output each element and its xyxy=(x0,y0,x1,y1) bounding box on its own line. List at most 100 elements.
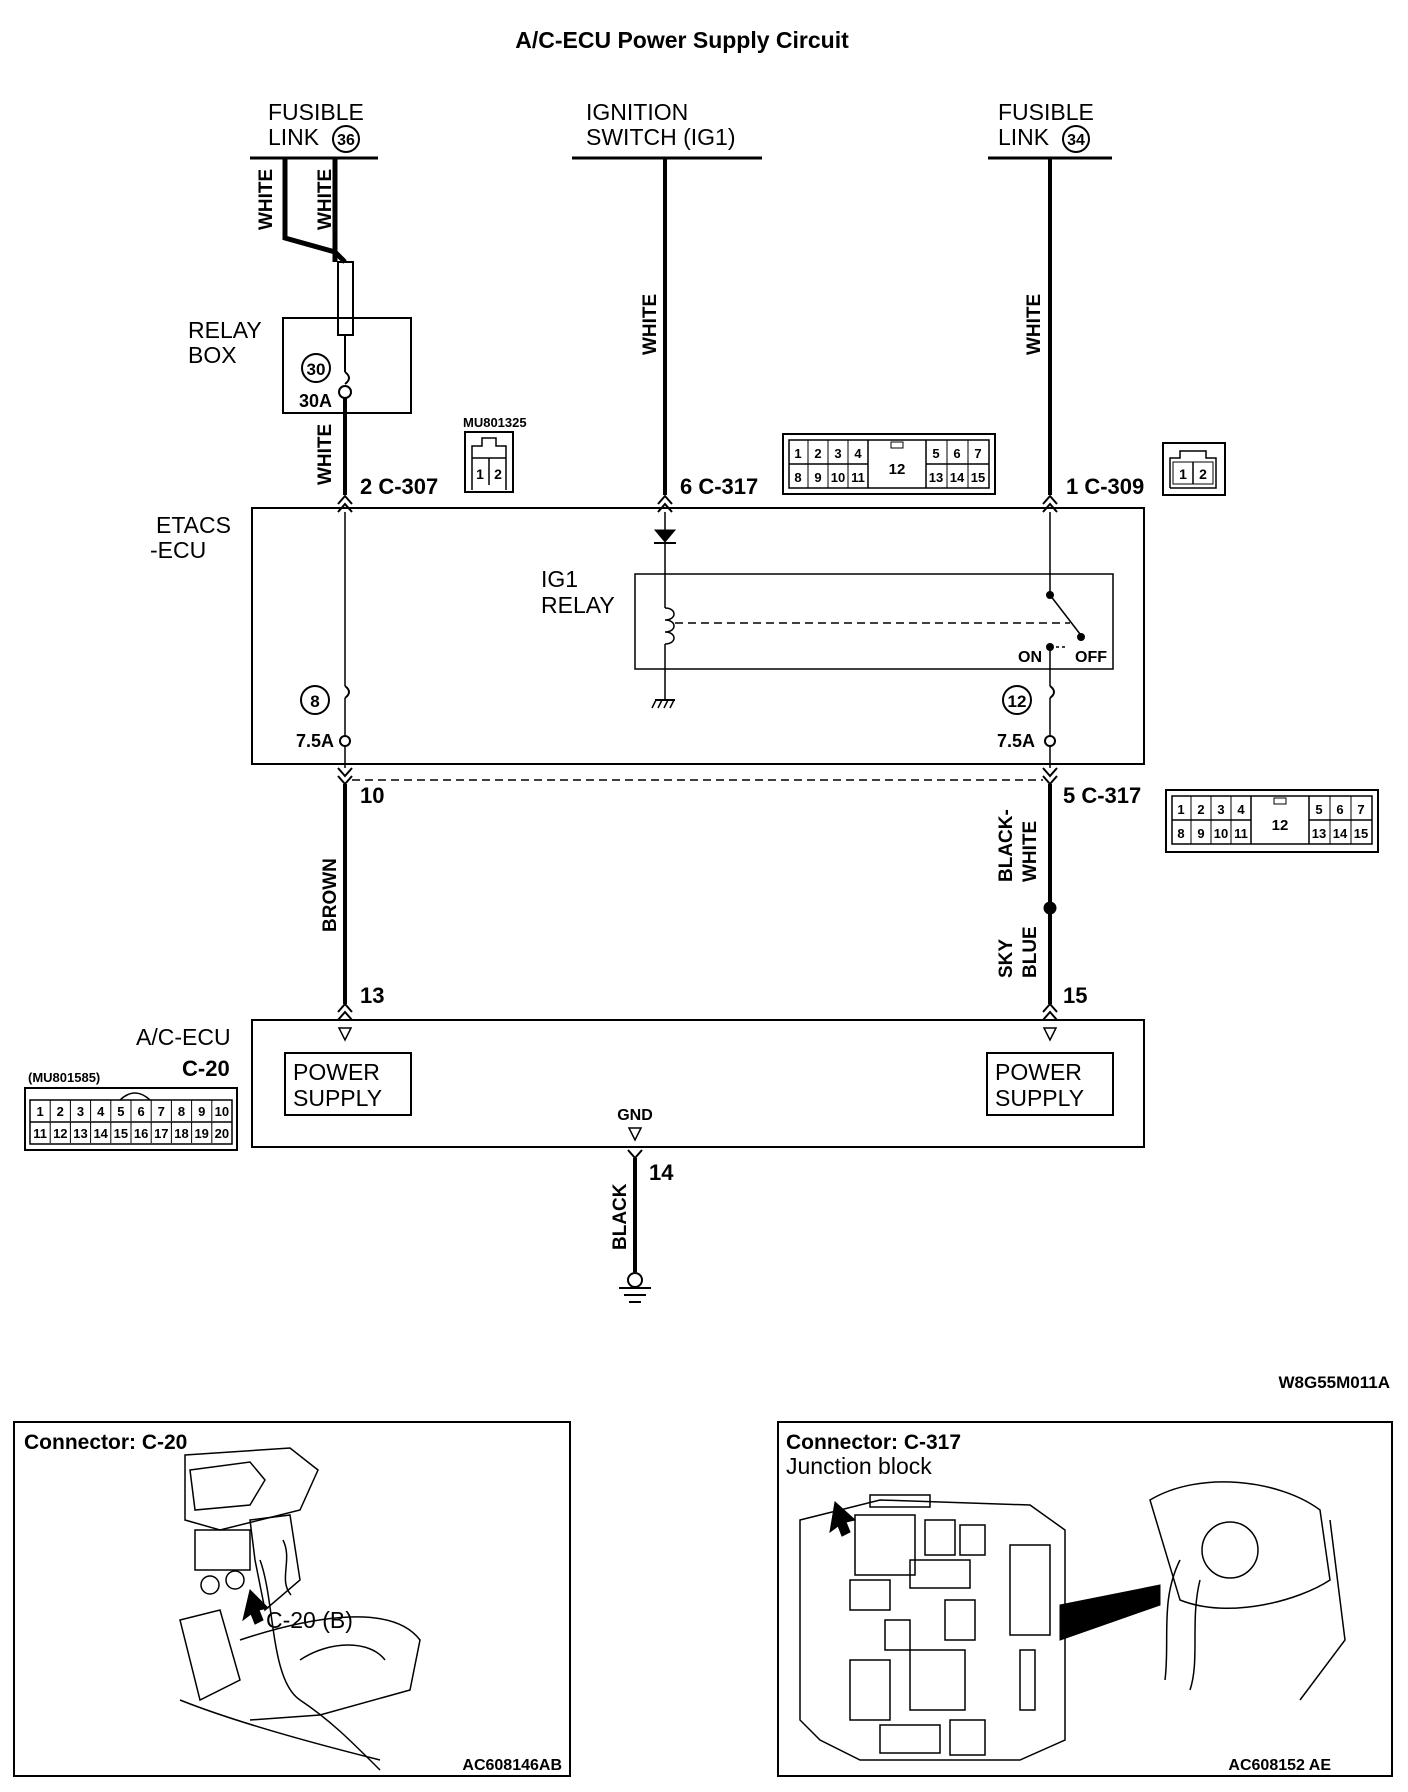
pointer-wedge-icon xyxy=(1059,1584,1161,1641)
svg-text:30A: 30A xyxy=(299,391,332,411)
relay-box: RELAY BOX 30 30A xyxy=(188,317,412,414)
svg-text:5: 5 xyxy=(932,446,939,461)
svg-text:6: 6 xyxy=(1336,802,1343,817)
svg-text:MU801325: MU801325 xyxy=(463,415,527,430)
connector-pin-label: 2 xyxy=(57,1104,64,1119)
svg-text:AC608152 AE: AC608152 AE xyxy=(1228,1757,1331,1774)
connector-pin-label: 9 xyxy=(198,1104,205,1119)
connector-c317-mid xyxy=(1165,789,1379,853)
svg-text:15: 15 xyxy=(1354,826,1368,841)
etacs-internal-wiring xyxy=(339,512,1114,768)
svg-text:Junction block: Junction block xyxy=(786,1453,932,1479)
svg-text:6: 6 xyxy=(953,446,960,461)
svg-text:GND: GND xyxy=(617,1107,653,1124)
svg-text:A/C-ECU: A/C-ECU xyxy=(136,1024,231,1050)
svg-text:SUPPLY: SUPPLY xyxy=(995,1085,1084,1111)
ground-wire xyxy=(619,1149,651,1303)
connector-pin-label: 3 xyxy=(77,1104,84,1119)
svg-text:IG1: IG1 xyxy=(541,566,578,592)
svg-text:8: 8 xyxy=(794,470,801,485)
connector-pin-label: 16 xyxy=(134,1126,148,1141)
svg-text:Connector: C-317: Connector: C-317 xyxy=(786,1431,961,1454)
panel-connector-c20: Connector: C-20 C-20 (B) AC608146AB xyxy=(13,1421,571,1777)
svg-text:FUSIBLE: FUSIBLE xyxy=(998,99,1094,125)
connector-pin-label: 7 xyxy=(158,1104,165,1119)
fusible-link-34: FUSIBLE LINK 34 xyxy=(988,99,1112,160)
svg-text:13: 13 xyxy=(929,470,943,485)
svg-text:7.5A: 7.5A xyxy=(296,731,334,751)
connector-pin-label: 13 xyxy=(73,1126,87,1141)
pin-c309: 1 C-309 xyxy=(1066,474,1144,499)
fusible-link-36: FUSIBLE LINK 36 xyxy=(250,99,378,160)
svg-text:C-20 (B): C-20 (B) xyxy=(266,1607,353,1633)
svg-text:SUPPLY: SUPPLY xyxy=(293,1085,382,1111)
pin-15: 15 xyxy=(1063,983,1087,1008)
svg-text:LINK: LINK xyxy=(268,124,320,150)
svg-text:36: 36 xyxy=(337,132,355,149)
svg-text:7: 7 xyxy=(1357,802,1364,817)
svg-text:3: 3 xyxy=(1217,802,1224,817)
svg-text:8: 8 xyxy=(1177,826,1184,841)
svg-text:WHITE: WHITE xyxy=(256,169,277,230)
ignition-switch-ig1: IGNITION SWITCH (IG1) xyxy=(572,99,762,160)
svg-text:FUSIBLE: FUSIBLE xyxy=(268,99,364,125)
diagram-code: W8G55M011A xyxy=(1279,1373,1391,1392)
connector-c317-mid-labels: 1 2 3 4 5 6 7 8 9 10 11 13 14 15 12 xyxy=(1177,802,1368,841)
junction-block-illustration xyxy=(799,1481,1346,1761)
svg-text:OFF: OFF xyxy=(1075,649,1107,666)
connector-pin-label: 20 xyxy=(215,1126,229,1141)
svg-text:4: 4 xyxy=(854,446,862,461)
wire-label-black-white-2: WHITE xyxy=(1020,821,1041,882)
svg-text:SWITCH (IG1): SWITCH (IG1) xyxy=(586,124,736,150)
svg-text:13: 13 xyxy=(1312,826,1326,841)
connector-pin-label: 18 xyxy=(174,1126,188,1141)
connector-mu801325: MU801325 1 2 xyxy=(463,415,527,493)
svg-text:1: 1 xyxy=(476,466,484,482)
svg-text:9: 9 xyxy=(1197,826,1204,841)
svg-text:C-20: C-20 xyxy=(182,1056,230,1081)
svg-text:1: 1 xyxy=(1179,466,1187,482)
pin-c307: 2 C-307 xyxy=(360,474,438,499)
lower-wires xyxy=(337,784,1058,1021)
etacs-ecu: ETACS -ECU xyxy=(150,507,1145,765)
svg-text:8: 8 xyxy=(310,692,319,711)
svg-text:BOX: BOX xyxy=(188,342,237,368)
svg-text:2: 2 xyxy=(1197,802,1204,817)
connector-pin-label: 1 xyxy=(36,1104,43,1119)
connector-pin-label: 10 xyxy=(215,1104,229,1119)
connector-pin-label: 19 xyxy=(194,1126,208,1141)
connector-pin-label: 4 xyxy=(97,1104,105,1119)
wire-label-white-2: WHITE xyxy=(640,294,661,355)
wire-label-sky-blue-1: SKY xyxy=(996,939,1017,978)
ac-ecu: A/C-ECU C-20 POWER SUPPLY POWER SUPPLY G… xyxy=(136,1019,1145,1148)
arrow-icon xyxy=(829,1501,857,1537)
svg-text:12: 12 xyxy=(1272,817,1289,834)
connector-pin-label: 12 xyxy=(53,1126,67,1141)
svg-text:ON: ON xyxy=(1018,649,1042,666)
svg-text:-ECU: -ECU xyxy=(150,537,206,563)
wire-label-sky-blue-2: BLUE xyxy=(1020,926,1041,978)
svg-text:7.5A: 7.5A xyxy=(997,731,1035,751)
svg-text:7: 7 xyxy=(974,446,981,461)
wire-label-white-1: WHITE WHITE WHITE xyxy=(256,169,336,485)
pin-10: 10 xyxy=(360,783,384,808)
svg-text:2: 2 xyxy=(814,446,821,461)
connector-pin-label: 15 xyxy=(114,1126,128,1141)
svg-text:10: 10 xyxy=(831,470,845,485)
panel-connector-c317: Connector: C-317 Junction block xyxy=(777,1421,1393,1777)
svg-text:12: 12 xyxy=(889,461,906,478)
svg-text:2: 2 xyxy=(1199,466,1207,482)
wire-label-black: BLACK xyxy=(610,1183,631,1250)
c20-location-illustration xyxy=(179,1447,421,1771)
svg-text:14: 14 xyxy=(950,470,965,485)
connector-pin-label: 11 xyxy=(33,1126,47,1141)
connector-pin-label: 6 xyxy=(137,1104,144,1119)
pin-14: 14 xyxy=(649,1160,674,1185)
svg-text:1: 1 xyxy=(794,446,801,461)
etacs-bottom-terminals xyxy=(337,767,1058,786)
svg-text:11: 11 xyxy=(1234,826,1248,841)
svg-text:RELAY: RELAY xyxy=(541,592,615,618)
svg-text:WHITE: WHITE xyxy=(315,169,336,230)
svg-text:14: 14 xyxy=(1333,826,1348,841)
